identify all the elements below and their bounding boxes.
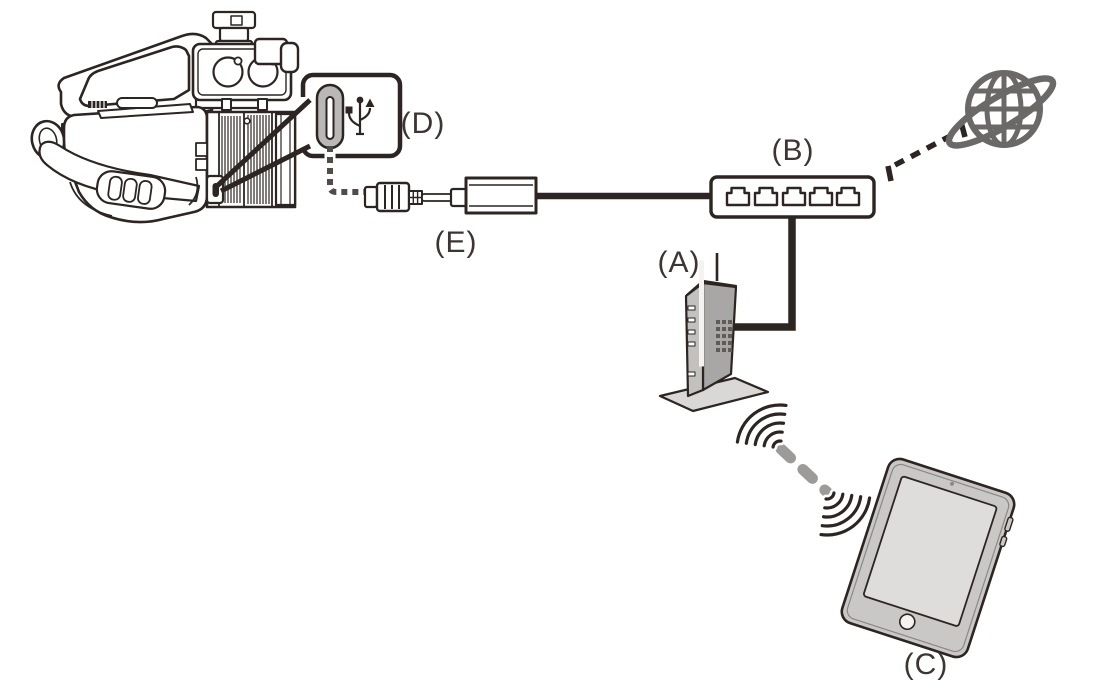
- body-top-bump: [116, 97, 158, 109]
- lan-ports: [725, 186, 861, 207]
- viewfinder: [253, 37, 300, 74]
- label-access-point: (A): [658, 246, 701, 279]
- tablet-screen: [863, 475, 998, 627]
- globe-orbit-ring: [945, 75, 1057, 149]
- camcorder-icon: [30, 10, 300, 224]
- hub-to-access-point-cable: [734, 217, 796, 331]
- wireless-dashed-link: [775, 443, 833, 498]
- tablet-icon: [840, 457, 1016, 659]
- tablet-front-camera: [950, 481, 955, 486]
- router-vents: [716, 320, 732, 352]
- wifi-signal-icon: [733, 400, 874, 540]
- router-front-face: [684, 281, 705, 398]
- callout-pointer-lines: [215, 98, 312, 194]
- xlr-connector-icon: [212, 56, 244, 88]
- internet-globe-icon: [945, 70, 1057, 149]
- usb-cable-icon: [324, 146, 366, 198]
- handle-grip-texture: [88, 101, 107, 108]
- grip-pad: [95, 170, 167, 210]
- wireless-access-point-icon: [658, 253, 770, 413]
- lens-screw: [243, 117, 251, 125]
- usb-ethernet-adapter-icon: [464, 176, 538, 215]
- camera-usb-port: [212, 183, 219, 197]
- wifi-arcs: [816, 488, 874, 540]
- label-usb-port: (D): [401, 107, 446, 140]
- label-hub: (B): [772, 134, 815, 167]
- body-top-slab: [97, 103, 194, 119]
- label-adapter: (E): [435, 226, 478, 259]
- tablet-side-button: [1004, 516, 1014, 532]
- wifi-arcs: [733, 400, 791, 452]
- ethernet-hub-icon: [709, 175, 876, 219]
- usb-plug-icon: [363, 181, 469, 213]
- router-led-slots: [687, 305, 696, 377]
- label-tablet: (C): [904, 648, 949, 681]
- tablet-side-button: [999, 535, 1008, 548]
- tablet-home-button: [898, 613, 916, 631]
- usb-icon: [345, 96, 375, 136]
